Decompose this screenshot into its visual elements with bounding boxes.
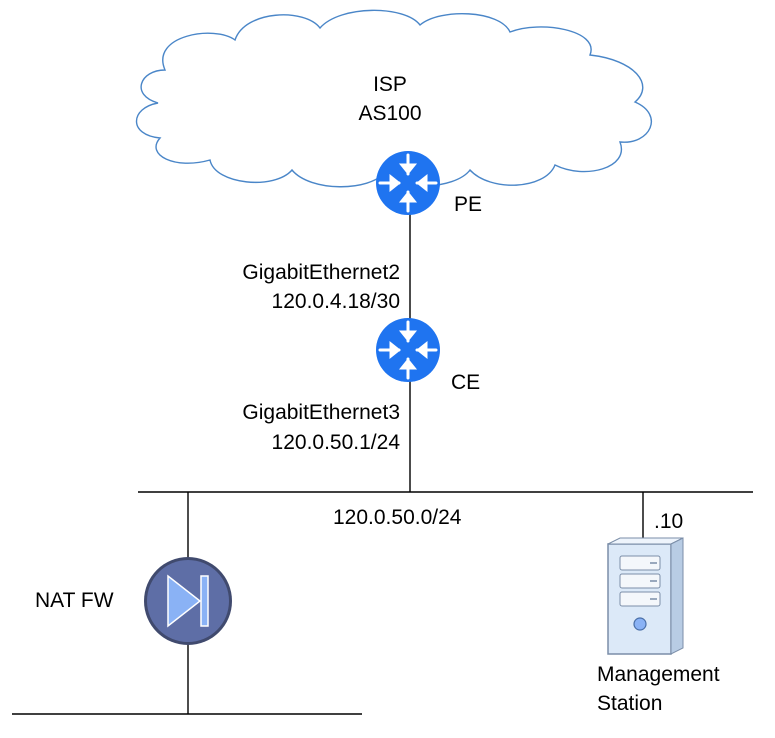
- server-label-line2: Station: [597, 692, 663, 715]
- pe-label: PE: [454, 193, 483, 216]
- ce-router-icon: [376, 318, 440, 382]
- pe-router-icon: [376, 151, 440, 215]
- lan-subnet-label: 120.0.50.0/24: [333, 506, 462, 529]
- pe-ce-interface-label: GigabitEthernet2: [242, 261, 400, 284]
- nat-fw-label: NAT FW: [35, 589, 114, 612]
- isp-as-label: AS100: [358, 102, 422, 125]
- ce-lan-interface-label: GigabitEthernet3: [242, 401, 400, 424]
- server-label-line1: Management: [597, 663, 720, 686]
- server-host-label: .10: [654, 510, 684, 533]
- firewall-icon: [144, 557, 232, 645]
- server-icon: [607, 537, 684, 655]
- isp-name-label: ISP: [373, 73, 407, 96]
- pe-ce-address-label: 120.0.4.18/30: [271, 290, 400, 313]
- ce-lan-address-label: 120.0.50.1/24: [271, 431, 400, 454]
- isp-cloud: [135, 9, 653, 188]
- ce-label: CE: [451, 371, 481, 394]
